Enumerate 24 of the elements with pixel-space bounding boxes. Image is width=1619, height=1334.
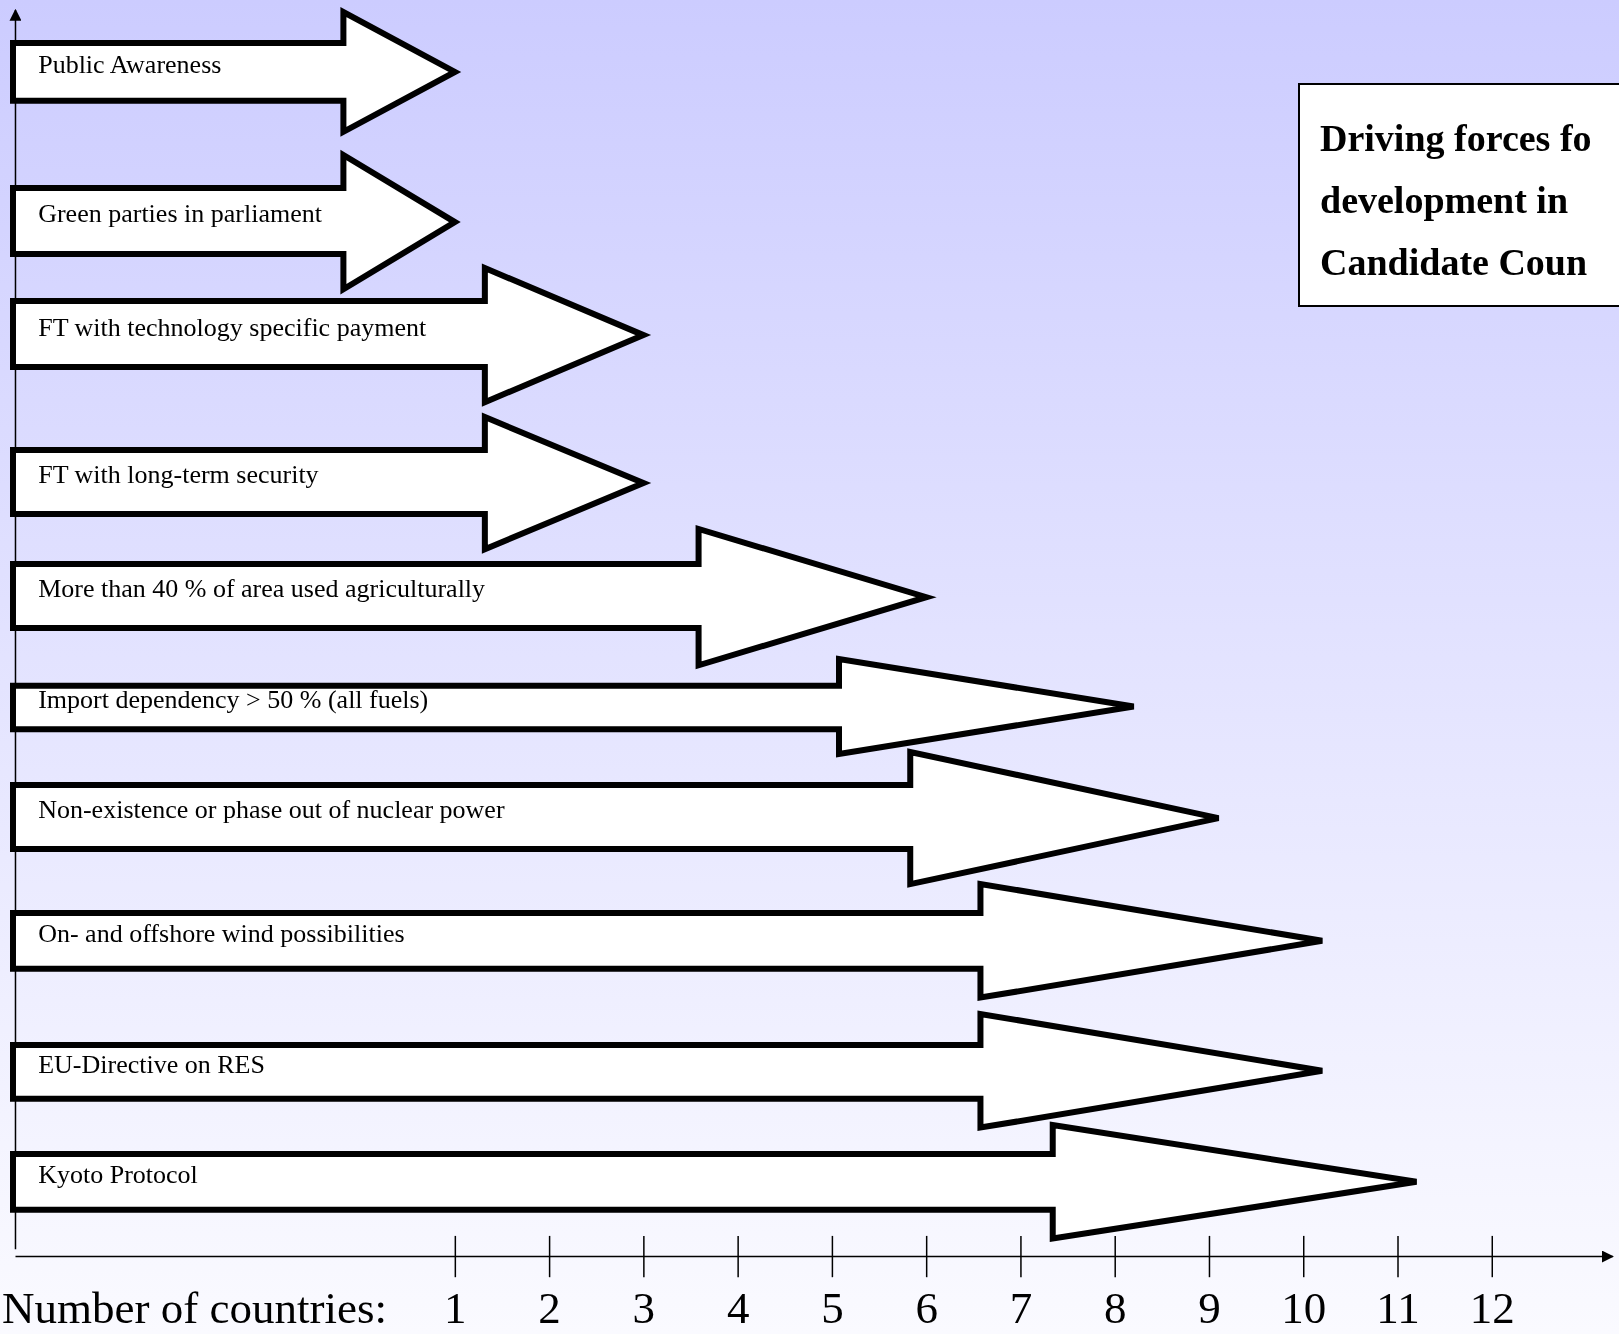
tick-label: 3 [632, 1283, 656, 1334]
tick-label: 11 [1376, 1283, 1420, 1334]
tick-label: 10 [1281, 1283, 1327, 1334]
arrow-label: Non-existence or phase out of nuclear power [38, 794, 505, 825]
tick-label: 7 [1009, 1283, 1033, 1334]
arrow-label: Kyoto Protocol [38, 1160, 198, 1191]
axis-title: Number of countries: [2, 1283, 387, 1334]
tick-label: 5 [821, 1283, 844, 1334]
arrow-label: More than 40 % of area used agriculturally [38, 573, 486, 604]
tick-label: 2 [538, 1283, 561, 1334]
arrow-label: Import dependency > 50 % (all fuels) [38, 685, 429, 716]
arrow-label: FT with technology specific payment [38, 312, 427, 343]
arrow-label: Green parties in parliament [38, 198, 322, 229]
arrow-label: EU-Directive on RES [38, 1049, 265, 1080]
tick-label: 8 [1103, 1283, 1127, 1334]
arrow-label: On- and offshore wind possibilities [38, 918, 405, 949]
tick-label: 9 [1198, 1283, 1221, 1334]
tick-label: 6 [915, 1283, 938, 1334]
arrow-label: Public Awareness [38, 50, 222, 81]
tick-label: 1 [444, 1283, 467, 1334]
arrow-label: FT with long-term security [38, 460, 319, 491]
title: Driving forces fo development in Candidate Coun [1320, 116, 1593, 285]
tick-label: 12 [1469, 1283, 1515, 1334]
tick-label: 4 [726, 1283, 750, 1334]
